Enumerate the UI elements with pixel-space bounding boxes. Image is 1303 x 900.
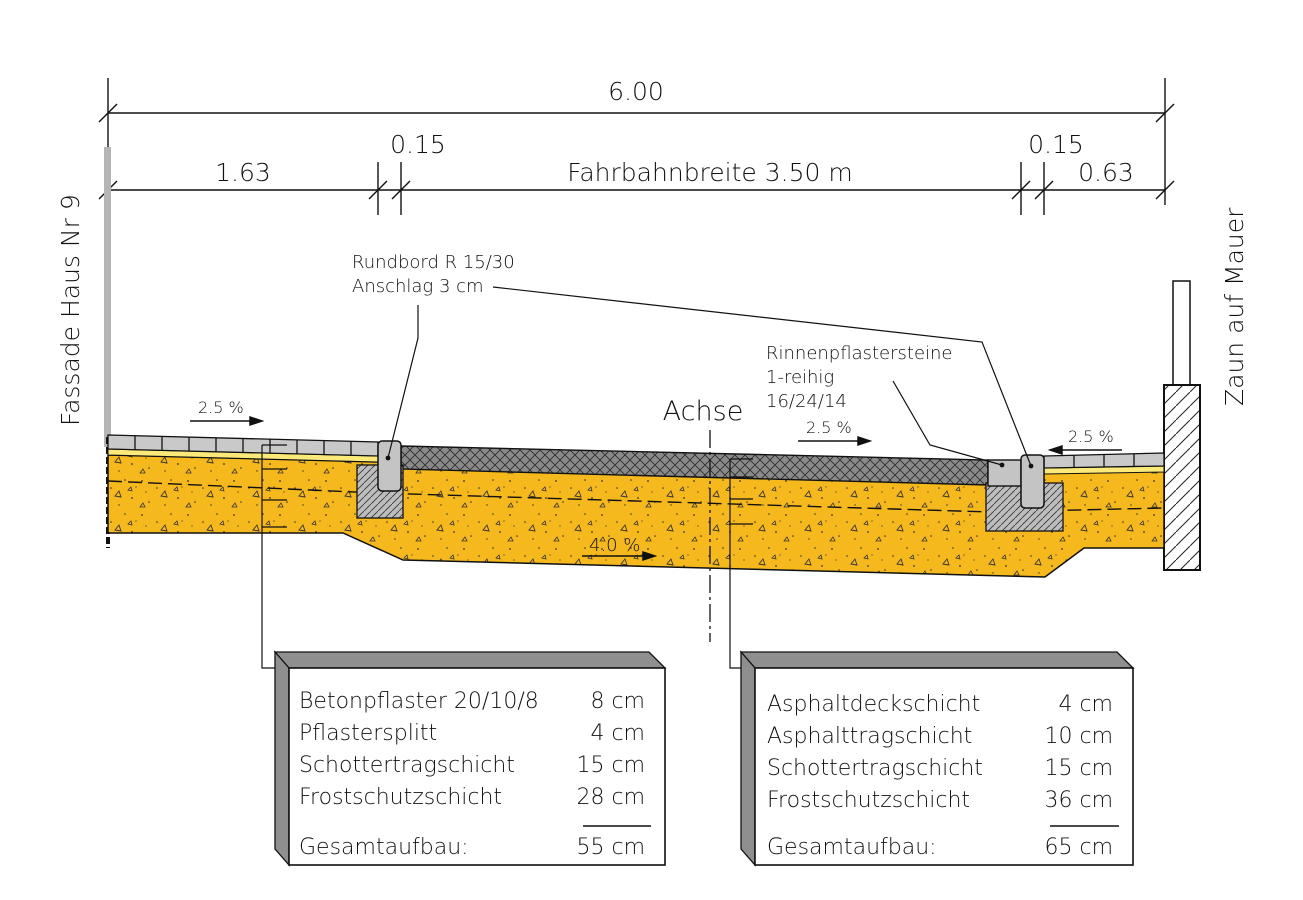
slope-arrow-subgrade bbox=[582, 550, 658, 562]
legend-left-row-3-name: Schottertragschicht bbox=[299, 753, 515, 778]
axis-label: Achse bbox=[663, 396, 744, 427]
legend-right-row-3-value: 15 cm bbox=[1044, 756, 1113, 781]
curb-stone-left bbox=[377, 440, 402, 492]
dimension-lines bbox=[98, 78, 1175, 215]
legend-left-row-2-name: Pflastersplitt bbox=[299, 721, 437, 746]
slope-arrow-road bbox=[798, 435, 873, 447]
legend-left-row-3-value: 15 cm bbox=[576, 753, 645, 778]
dimension-right-strip: 0.63 bbox=[1078, 158, 1134, 187]
dimension-left-sidewalk: 1.63 bbox=[215, 158, 271, 187]
gutter-callout-leader bbox=[892, 380, 1003, 466]
slope-subgrade-label: 4.0 % bbox=[589, 535, 640, 556]
gutter-callout-line2: 1-reihig bbox=[766, 367, 834, 388]
curb-callout-line2: Anschlag 3 cm bbox=[352, 276, 484, 297]
legend-right-row-4-name: Frostschutzschicht bbox=[767, 788, 970, 813]
dimension-total: 6.00 bbox=[608, 77, 664, 106]
legend-leaders bbox=[261, 444, 753, 669]
paving-stones-left bbox=[107, 434, 379, 457]
legend-left-row-1-name: Betonpflaster 20/10/8 bbox=[299, 689, 539, 714]
legend-right-row-3-name: Schottertragschicht bbox=[767, 756, 983, 781]
base-course-line bbox=[107, 480, 1165, 513]
legend-left-total-value: 55 cm bbox=[576, 835, 645, 860]
slope-arrow-right bbox=[1047, 444, 1122, 456]
legend-right-row-2-name: Asphalttragschicht bbox=[767, 724, 972, 749]
legend-box-right bbox=[739, 650, 1135, 867]
legend-right-row-4-value: 36 cm bbox=[1044, 788, 1113, 813]
legend-right-total-label: Gesamtaufbau: bbox=[767, 835, 937, 860]
fence-post bbox=[1172, 280, 1191, 386]
legend-right-total-value: 65 cm bbox=[1044, 835, 1113, 860]
legend-left-row-1-value: 8 cm bbox=[590, 689, 645, 714]
legend-left-total-label: Gesamtaufbau: bbox=[299, 835, 469, 860]
legend-right-row-2-value: 10 cm bbox=[1044, 724, 1113, 749]
slope-road-label: 2.5 % bbox=[806, 418, 852, 437]
facade-label: Fassade Haus Nr 9 bbox=[56, 194, 85, 426]
legend-left-row-2-value: 4 cm bbox=[590, 721, 645, 746]
legend-right-row-1-value: 4 cm bbox=[1058, 692, 1113, 717]
curb-stone-right bbox=[1020, 454, 1045, 509]
gutter-callout-line1: Rinnenpflastersteine bbox=[766, 343, 953, 364]
paving-stones-right bbox=[1043, 452, 1165, 469]
legend-left-row-4-value: 28 cm bbox=[576, 785, 645, 810]
legend-right-row-1-name: Asphaltdeckschicht bbox=[767, 692, 980, 717]
legend-box-left bbox=[273, 650, 667, 867]
fence-label: Zaun auf Mauer bbox=[1220, 207, 1249, 406]
dimension-curb-right: 0.15 bbox=[1028, 130, 1084, 159]
curb-callout-leaders bbox=[387, 286, 1032, 467]
curb-left-leader-dot bbox=[385, 455, 391, 461]
slope-right-label: 2.5 % bbox=[1068, 427, 1114, 446]
slope-arrow-left bbox=[190, 415, 265, 427]
legend-left-row-4-name: Frostschutzschicht bbox=[299, 785, 502, 810]
gutter-leader-dot bbox=[999, 462, 1005, 468]
dimension-carriageway: Fahrbahnbreite 3.50 m bbox=[567, 158, 852, 187]
gutter-stone bbox=[987, 459, 1022, 487]
curb-callout-line1: Rundbord R 15/30 bbox=[352, 252, 515, 273]
curb-right-leader-dot bbox=[1028, 463, 1034, 469]
facade-wall bbox=[104, 147, 111, 447]
gutter-callout-line3: 16/24/14 bbox=[766, 391, 847, 412]
retaining-wall bbox=[1163, 384, 1201, 571]
dimension-curb-left: 0.15 bbox=[390, 130, 446, 159]
slope-left-label: 2.5 % bbox=[198, 398, 244, 417]
